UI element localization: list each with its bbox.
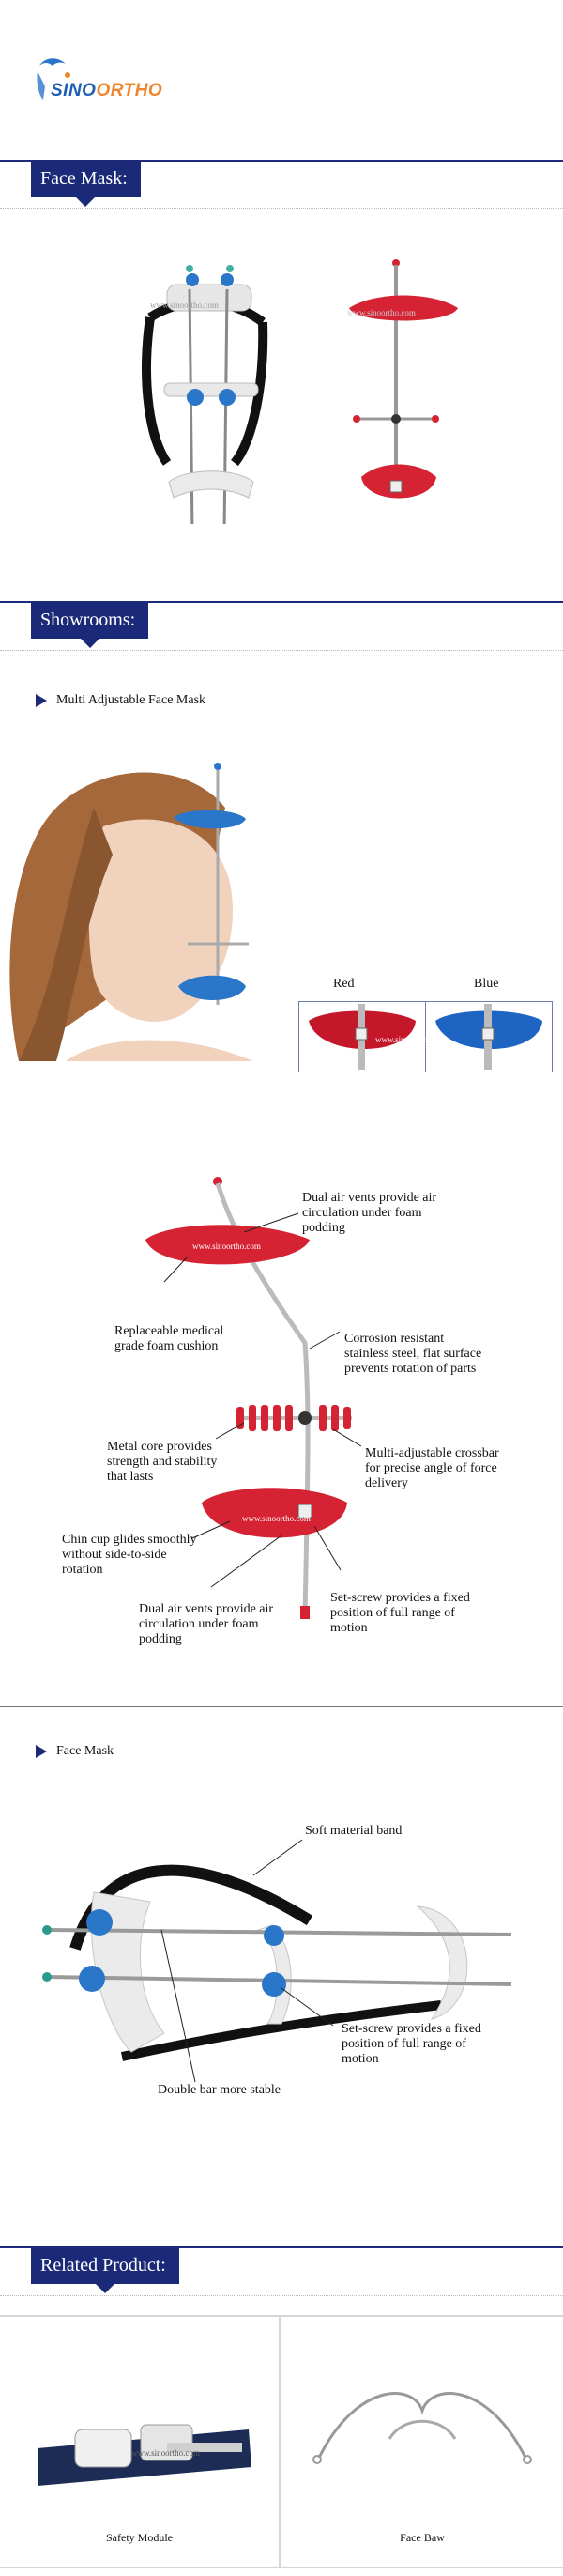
callout-chin-cup: Chin cup glides smoothly without side-to… bbox=[62, 1533, 197, 1577]
safety-module-image bbox=[38, 2424, 251, 2486]
color-option-blue[interactable] bbox=[425, 1001, 553, 1072]
callout-setscrew-2: Set-screw provides a fixed position of f… bbox=[342, 2022, 481, 2066]
watermark: www.sinoortho.com bbox=[375, 1035, 444, 1044]
face-mask-product-image bbox=[142, 265, 268, 524]
girl-wearing-mask-photo bbox=[9, 763, 253, 1061]
arrow-icon bbox=[36, 693, 47, 707]
watermark: www.sinoortho.com bbox=[347, 308, 416, 317]
related-products-grid: www.sinoortho.com Safety Module Face Baw bbox=[0, 2315, 563, 2568]
callout-metal-core: Metal core provides strength and stabili… bbox=[107, 1440, 218, 1484]
related-product-card[interactable]: Face Baw bbox=[282, 2317, 563, 2567]
color-option-red[interactable] bbox=[298, 1001, 426, 1072]
section-header-face-mask: Face Mask: bbox=[0, 160, 563, 216]
related-product-label: Safety Module bbox=[106, 2531, 173, 2544]
related-product-card[interactable]: www.sinoortho.com Safety Module bbox=[0, 2317, 279, 2567]
watermark: www.sinoortho.com bbox=[242, 1514, 311, 1523]
logo[interactable]: SINOORTHO bbox=[34, 56, 221, 113]
subtitle-multi-adjustable: Multi Adjustable Face Mask bbox=[36, 693, 205, 708]
section-title: Related Product: bbox=[31, 2248, 179, 2293]
face-bow-image bbox=[312, 2392, 532, 2464]
red-chin-cup-image bbox=[309, 1004, 416, 1070]
callout-foam: Replaceable medical grade foam cushion bbox=[114, 1324, 224, 1353]
callout-corrosion: Corrosion resistant stainless steel, fla… bbox=[344, 1332, 482, 1376]
watermark: www.sinoortho.com bbox=[131, 2448, 200, 2458]
arrow-icon bbox=[36, 1744, 47, 1758]
watermark: www.sinoortho.com bbox=[192, 1242, 261, 1251]
annotated-red-mask-diagram bbox=[145, 1177, 362, 1619]
callout-vents-top: Dual air vents provide air circulation u… bbox=[302, 1191, 437, 1235]
color-label-blue: Blue bbox=[474, 977, 499, 991]
callout-vents-bottom: Dual air vents provide air circulation u… bbox=[139, 1602, 274, 1646]
tooth-logo-icon bbox=[37, 58, 70, 100]
watermark: www.sinoortho.com bbox=[150, 301, 219, 310]
callout-double-bar: Double bar more stable bbox=[158, 2083, 282, 2097]
callout-setscrew: Set-screw provides a fixed position of f… bbox=[330, 1591, 470, 1635]
related-product-label: Face Baw bbox=[400, 2531, 445, 2544]
divider bbox=[0, 1706, 563, 1707]
section-title: Face Mask: bbox=[31, 162, 141, 207]
section-title: Showrooms: bbox=[31, 603, 149, 648]
section-header-related-product: Related Product: bbox=[0, 2246, 563, 2303]
callout-soft-band: Soft material band bbox=[305, 1824, 403, 1838]
section-header-showrooms: Showrooms: bbox=[0, 601, 563, 657]
brand-name-part2: ORTHO bbox=[96, 81, 163, 100]
color-label-red: Red bbox=[333, 977, 355, 991]
blue-chin-cup-image bbox=[435, 1004, 542, 1070]
face-mask-side-view-diagram bbox=[42, 1839, 512, 2083]
red-face-mask-product-image bbox=[349, 259, 458, 499]
callout-crossbar: Multi-adjustable crossbar for precise an… bbox=[365, 1446, 499, 1490]
subtitle-face-mask: Face Mask bbox=[36, 1744, 114, 1759]
brand-name-part1: SINO bbox=[51, 81, 97, 100]
